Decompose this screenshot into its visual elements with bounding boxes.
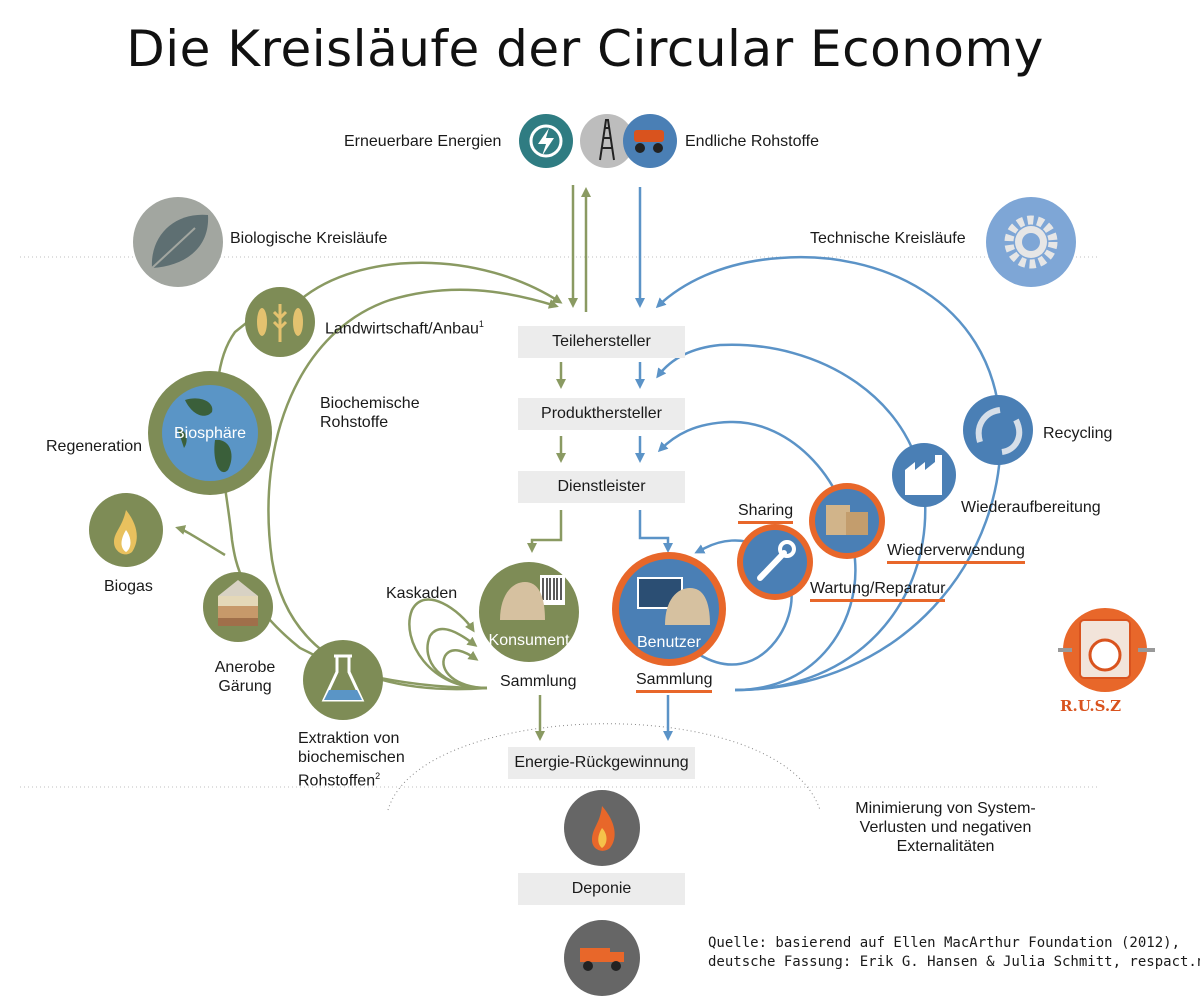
parts-manufacturer-box: Teilehersteller xyxy=(518,326,685,358)
page-title: Die Kreisläufe der Circular Economy xyxy=(126,20,1044,78)
soil-icon xyxy=(203,572,273,642)
energy-recovery-box: Energie-Rückgewinnung xyxy=(508,747,695,779)
globe-icon xyxy=(148,371,272,495)
landfill-box: Deponie xyxy=(518,873,685,905)
source-line-1: Quelle: basierend auf Ellen MacArthur Fo… xyxy=(708,935,1181,951)
maintenance-label: Wartung/Reparatur xyxy=(810,579,946,602)
dump-truck-icon xyxy=(564,920,640,996)
lightning-icon xyxy=(519,114,573,168)
service-provider-box: Dienstleister xyxy=(518,471,685,503)
source-note: Quelle: basierend auf Ellen MacArthur Fo… xyxy=(708,934,1200,972)
minimization-label: Minimierung von System-Verlusten und neg… xyxy=(855,800,1036,855)
product-manufacturer-box: Produkthersteller xyxy=(518,398,685,430)
factory-icon xyxy=(892,443,956,507)
flame-icon xyxy=(89,493,163,567)
renewable-label: Erneuerbare Energien xyxy=(344,133,502,150)
biological-section-label: Biologische Kreisläufe xyxy=(230,230,388,247)
recycle-icon xyxy=(963,395,1033,465)
consumer-label: Konsument xyxy=(488,632,570,649)
consumer-circle xyxy=(479,562,579,662)
tech-flows xyxy=(635,187,1002,741)
leaf-icon xyxy=(133,197,223,287)
wheat-fish-icon xyxy=(245,287,315,357)
user-circle xyxy=(612,552,726,666)
technical-section-label: Technische Kreisläufe xyxy=(810,230,966,247)
tech-collection-label: Sammlung xyxy=(636,670,713,693)
regeneration-label: Regeneration xyxy=(46,438,143,455)
source-line-2: deutsche Fassung: Erik G. Hansen & Julia… xyxy=(708,954,1200,970)
wrench-icon xyxy=(737,524,813,600)
oil-rig-icon xyxy=(580,114,634,168)
recycling-label: Recycling xyxy=(1043,425,1113,442)
flask-icon xyxy=(303,640,383,720)
washing-machine-icon xyxy=(1058,608,1155,692)
extraction-label: Extraktion von biochemischen Rohstoffen2 xyxy=(298,730,405,790)
sharing-label: Sharing xyxy=(738,501,794,524)
biogas-label: Biogas xyxy=(104,578,153,595)
boxes-icon xyxy=(809,483,885,559)
bio-collection-label: Sammlung xyxy=(500,673,577,690)
remanufacturing-label: Wiederaufbereitung xyxy=(961,499,1101,516)
agriculture-label: Landwirtschaft/Anbau1 xyxy=(325,319,484,338)
reuse-label: Wiederverwendung xyxy=(887,541,1025,564)
gear-icon xyxy=(986,197,1076,287)
anaerobe-label: Anerobe Gärung xyxy=(214,659,276,695)
finite-label: Endliche Rohstoffe xyxy=(685,133,820,150)
cascades-label: Kaskaden xyxy=(386,585,458,602)
biochem-label: Biochemische Rohstoffe xyxy=(320,395,420,431)
rusz-logo-text: R.U.S.Z xyxy=(1060,697,1122,715)
biosphere-label: Biosphäre xyxy=(173,425,247,442)
user-label: Benutzer xyxy=(636,634,702,651)
mining-truck-icon xyxy=(623,114,677,168)
landfill-flame-icon xyxy=(564,790,640,866)
